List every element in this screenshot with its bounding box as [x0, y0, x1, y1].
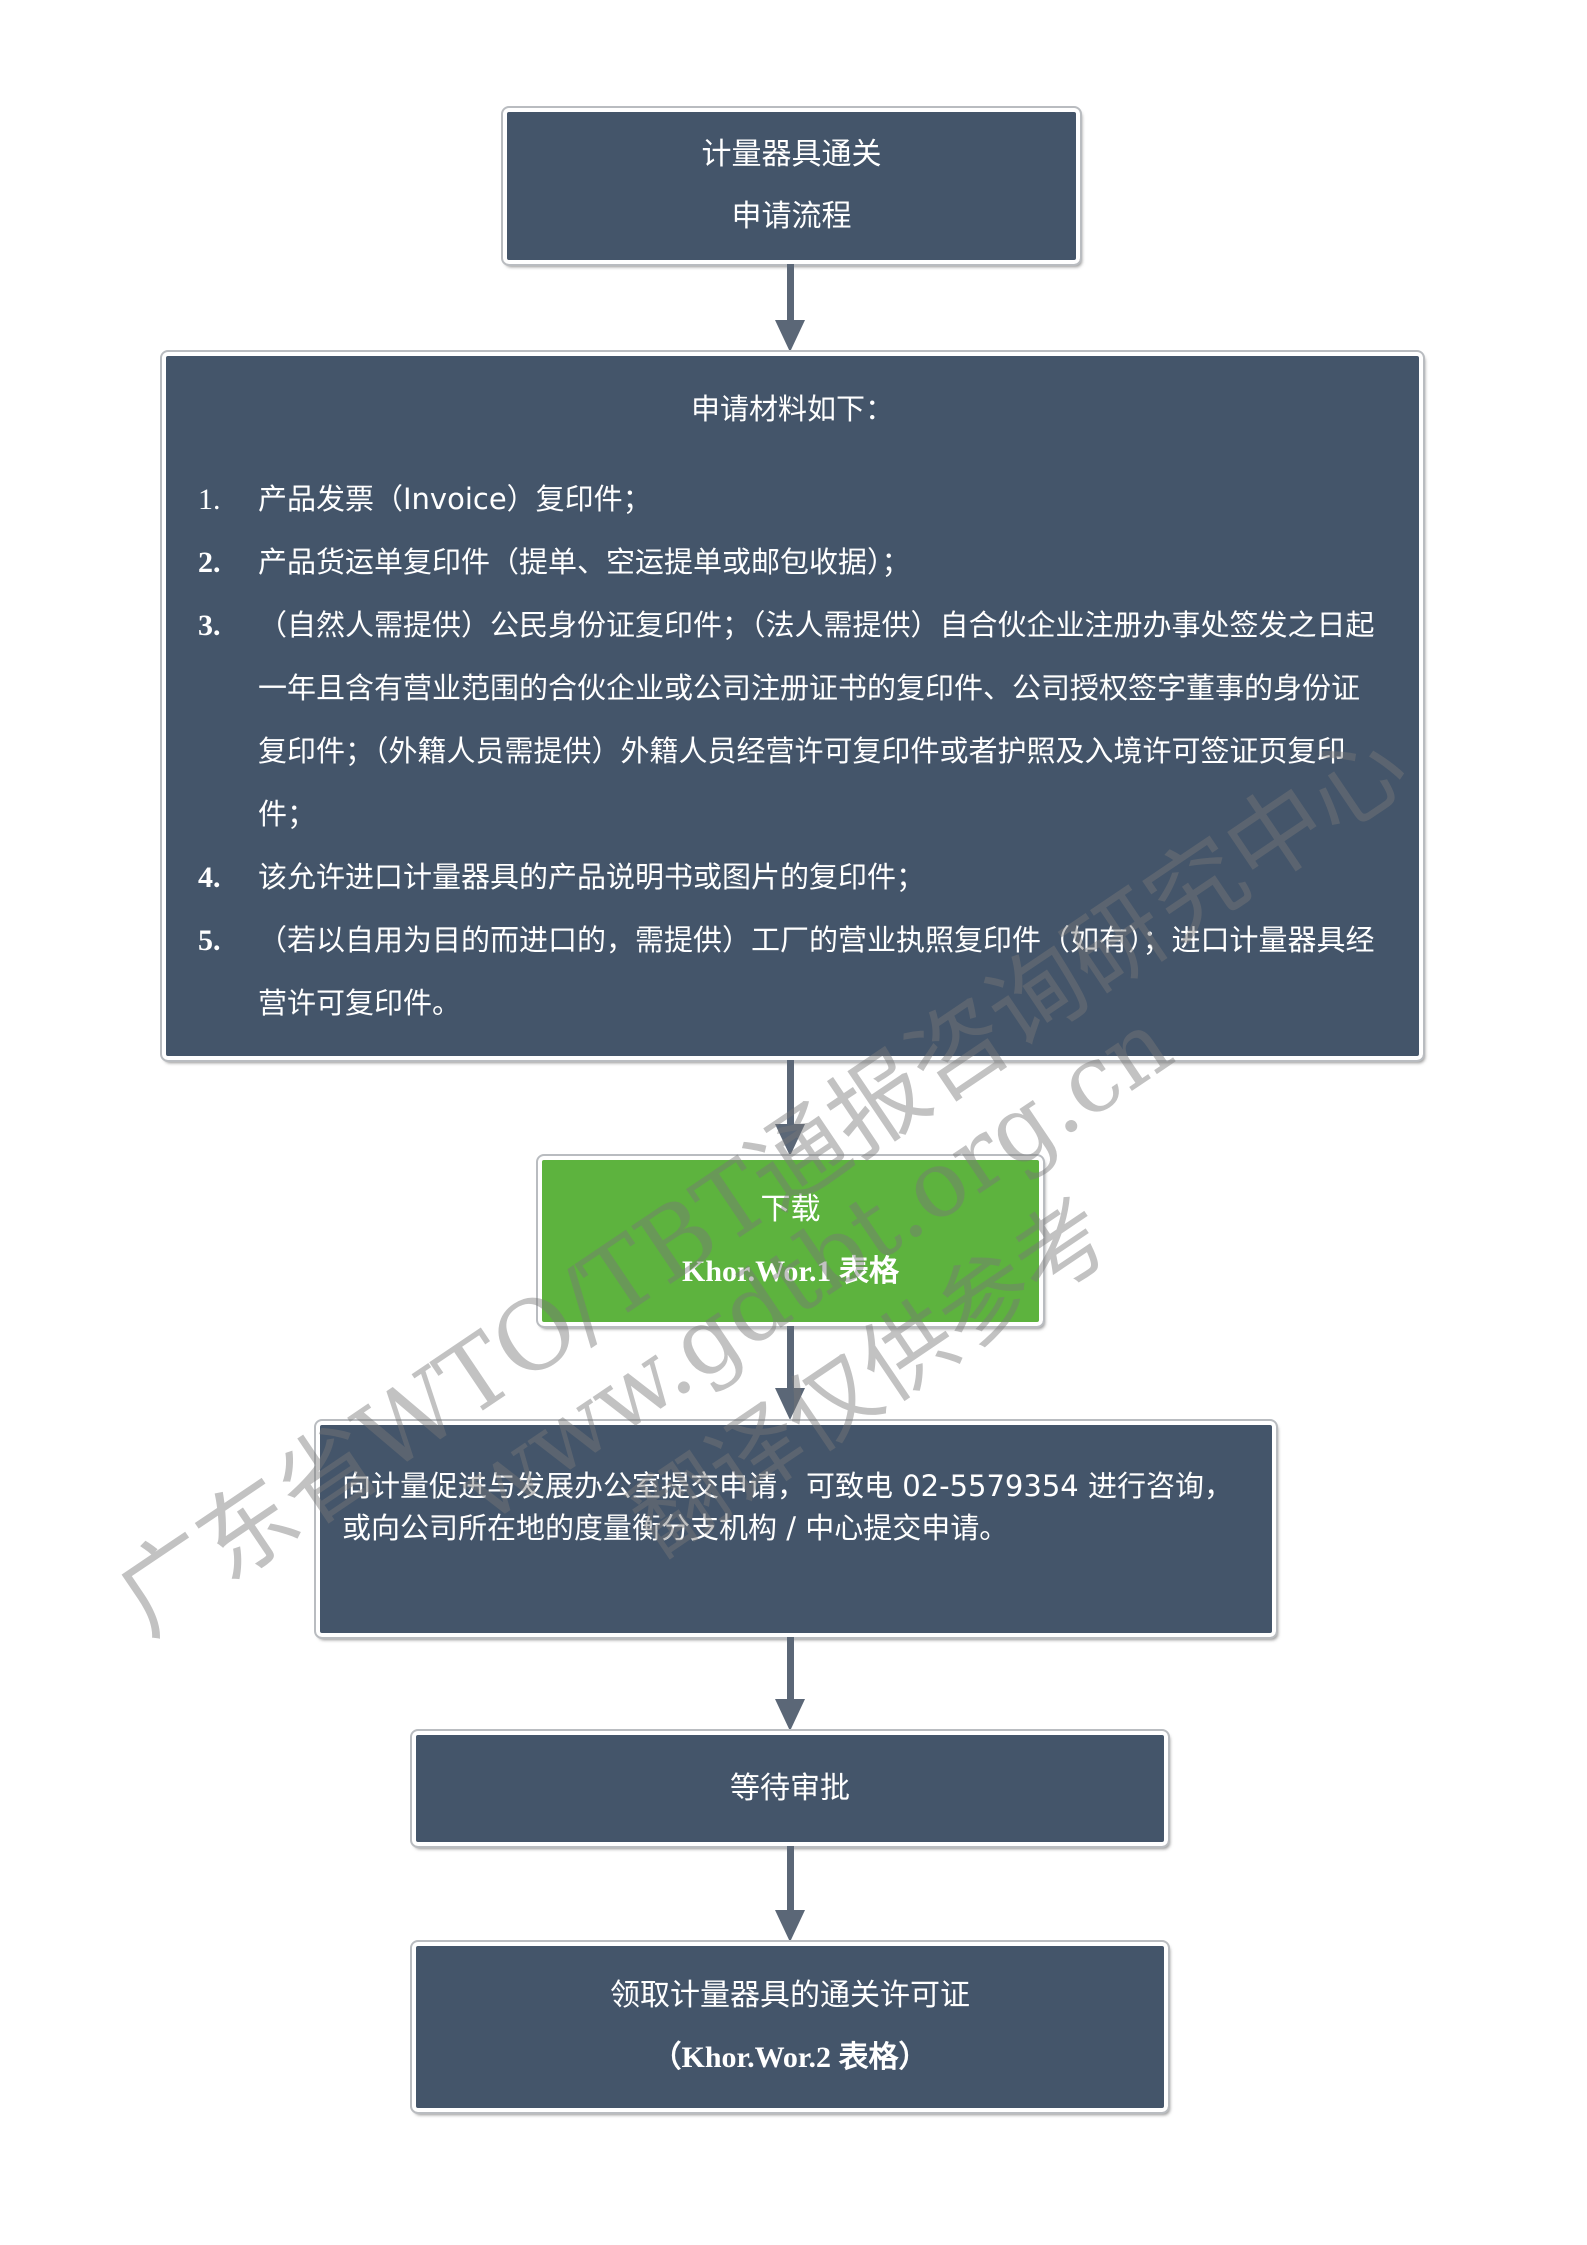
materials-list: 1. 产品发票（Invoice）复印件； 2. 产品货运单复印件（提单、空运提单…	[198, 468, 1379, 1035]
submit-line2: 或向公司所在地的度量衡分支机构 / 中心提交申请。	[342, 1511, 1009, 1545]
collect-permit-line2: （Khor.Wor.2 表格）	[651, 2041, 929, 2074]
collect-permit-line1: 领取计量器具的通关许可证	[610, 1978, 970, 2013]
item-number: 3.	[198, 609, 221, 642]
materials-heading: 申请材料如下：	[690, 392, 894, 426]
flow-title-box: 计量器具通关 申请流程	[501, 106, 1082, 266]
submit-line1: 向计量促进与发展办公室提交申请，可致电 02-5579354 进行咨询，	[342, 1469, 1233, 1503]
item-text: （自然人需提供）公民身份证复印件；（法人需提供）自合伙企业注册办事处签发之日起一…	[258, 608, 1375, 831]
download-form-name: Khor.Wor.1 表格	[682, 1255, 899, 1288]
arrow-down-icon	[775, 1060, 805, 1156]
download-label: 下载	[760, 1192, 821, 1227]
materials-item: 5. （若以自用为目的而进口的，需提供）工厂的营业执照复印件（如有）；进口计量器…	[198, 909, 1379, 1035]
flow-title-line2: 申请流程	[731, 199, 852, 234]
flow-title-line1: 计量器具通关	[701, 137, 882, 172]
item-text: 该允许进口计量器具的产品说明书或图片的复印件；	[258, 860, 926, 894]
item-number: 5.	[198, 924, 221, 957]
download-form-box[interactable]: 下载 Khor.Wor.1 表格	[536, 1154, 1045, 1328]
item-text: 产品货运单复印件（提单、空运提单或邮包收据）；	[258, 545, 911, 579]
submit-application-box: 向计量促进与发展办公室提交申请，可致电 02-5579354 进行咨询， 或向公…	[314, 1419, 1278, 1639]
item-number: 4.	[198, 861, 221, 894]
arrow-down-icon	[775, 1637, 805, 1731]
await-approval-label: 等待审批	[730, 1770, 850, 1806]
materials-item: 3. （自然人需提供）公民身份证复印件；（法人需提供）自合伙企业注册办事处签发之…	[198, 594, 1379, 846]
await-approval-box: 等待审批	[410, 1729, 1170, 1848]
collect-permit-box: 领取计量器具的通关许可证 （Khor.Wor.2 表格）	[410, 1940, 1170, 2114]
materials-item: 4. 该允许进口计量器具的产品说明书或图片的复印件；	[198, 846, 1379, 909]
item-text: 产品发票（Invoice）复印件；	[258, 482, 652, 516]
item-text: （若以自用为目的而进口的，需提供）工厂的营业执照复印件（如有）；进口计量器具经营…	[258, 923, 1375, 1020]
arrow-down-icon	[775, 1846, 805, 1942]
item-number: 1.	[198, 483, 221, 516]
materials-item: 1. 产品发票（Invoice）复印件；	[198, 468, 1379, 531]
materials-item: 2. 产品货运单复印件（提单、空运提单或邮包收据）；	[198, 531, 1379, 594]
materials-box: 申请材料如下： 1. 产品发票（Invoice）复印件； 2. 产品货运单复印件…	[160, 350, 1425, 1062]
arrow-down-icon	[775, 1326, 805, 1420]
arrow-down-icon	[775, 264, 805, 352]
item-number: 2.	[198, 546, 221, 579]
